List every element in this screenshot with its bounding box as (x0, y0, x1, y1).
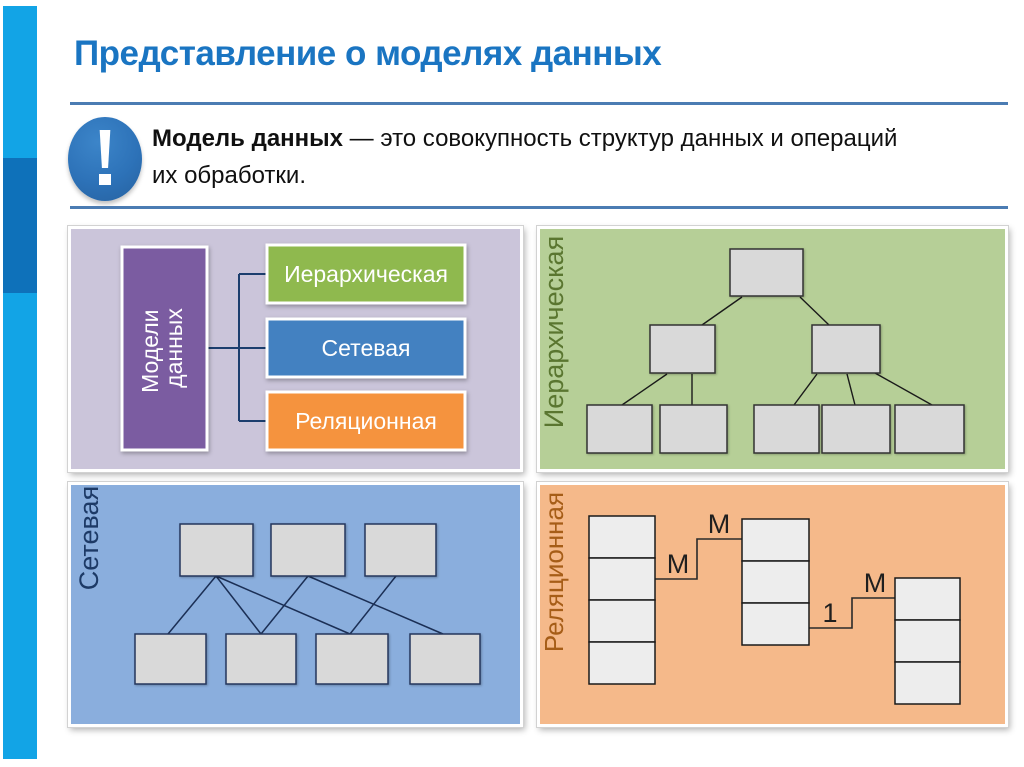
table-cell (588, 557, 656, 601)
network-panel-label: Сетевая (74, 486, 104, 590)
models-connectors (207, 273, 267, 422)
data-models-diagram: Модели данных Иерархическая Сетевая Реля… (120, 243, 467, 452)
relational-connectors (655, 538, 895, 629)
multiplicity-m-middle: М (708, 509, 731, 539)
table-cell (894, 577, 961, 621)
exclamation-bar (99, 130, 111, 168)
edge (260, 575, 309, 635)
network-node (315, 633, 389, 685)
edge (307, 575, 444, 635)
edge (167, 575, 217, 635)
divider-top (70, 102, 1008, 105)
multiplicity-m-left: М (667, 549, 690, 579)
relation-link-middle-right (809, 597, 895, 629)
model-box-hierarchical (265, 243, 467, 305)
tree-root-node (729, 248, 804, 297)
edge (349, 575, 397, 635)
panel-relational: Реляционная М М 1 М (537, 482, 1008, 727)
table-cell (741, 560, 810, 604)
left-accent-strip-dark-segment (3, 158, 37, 293)
multiplicity-one: 1 (822, 598, 837, 628)
table-cell (894, 661, 961, 705)
definition-text: Модель данных — это совокупность структу… (152, 120, 1008, 194)
relation-link-left-middle (655, 538, 742, 580)
model-box-network-label: Сетевая (322, 335, 411, 361)
tree-leaf-node (586, 404, 653, 454)
tree-node (811, 324, 881, 374)
page-title: Представление о моделях данных (74, 34, 662, 73)
divider-bottom (70, 206, 1008, 209)
edge (846, 373, 856, 406)
panel-hierarchical: Иерархическая (537, 226, 1008, 472)
network-node (409, 633, 481, 685)
exclamation-dot (99, 174, 111, 185)
edge (701, 296, 743, 326)
network-node (225, 633, 297, 685)
tree-edges (621, 296, 933, 406)
network-node (270, 523, 346, 577)
table-cell (894, 619, 961, 663)
multiplicity-m-right: М (864, 568, 887, 598)
table-cell (741, 602, 810, 646)
table-cell (588, 515, 656, 559)
network-node (179, 523, 254, 577)
edge (874, 372, 933, 406)
table-cell (741, 518, 810, 562)
edge (215, 575, 351, 635)
tree-nodes (586, 248, 965, 454)
definition-term: Модель данных (152, 125, 344, 152)
network-node (134, 633, 207, 685)
multiplicity-labels: М М 1 М (667, 509, 887, 628)
network-diagram: Сетевая (74, 486, 481, 685)
left-accent-strip (3, 6, 37, 759)
network-node (364, 523, 437, 577)
relational-tables (588, 515, 961, 705)
network-edges (167, 575, 444, 635)
definition-body: — это совокупность структур данных и опе… (152, 125, 898, 189)
tree-leaf-node (659, 404, 728, 454)
tree-node (649, 324, 716, 374)
panel-network: Сетевая (68, 482, 523, 727)
tree-leaf-node (753, 404, 820, 454)
relational-panel-label: Реляционная (540, 492, 569, 652)
edge (215, 575, 262, 635)
table-cell (588, 641, 656, 685)
edge (793, 373, 818, 406)
network-nodes (134, 523, 481, 685)
hierarchical-panel-label: Иерархическая (540, 236, 569, 428)
exclamation-icon (68, 117, 142, 201)
models-root-label: Модели данных (137, 303, 187, 393)
table-cell (588, 599, 656, 643)
hierarchical-diagram: Иерархическая (540, 236, 965, 454)
edge (799, 296, 830, 326)
models-root-box (120, 245, 209, 452)
model-box-relational (265, 390, 467, 452)
edge (621, 373, 668, 406)
tree-leaf-node (894, 404, 965, 454)
model-box-hierarchical-label: Иерархическая (284, 261, 448, 287)
tree-leaf-node (821, 404, 891, 454)
relational-diagram: Реляционная М М 1 М (540, 492, 961, 705)
model-box-network (265, 317, 467, 379)
model-box-relational-label: Реляционная (295, 408, 437, 434)
panel-data-models: Модели данных Иерархическая Сетевая Реля… (68, 226, 523, 472)
